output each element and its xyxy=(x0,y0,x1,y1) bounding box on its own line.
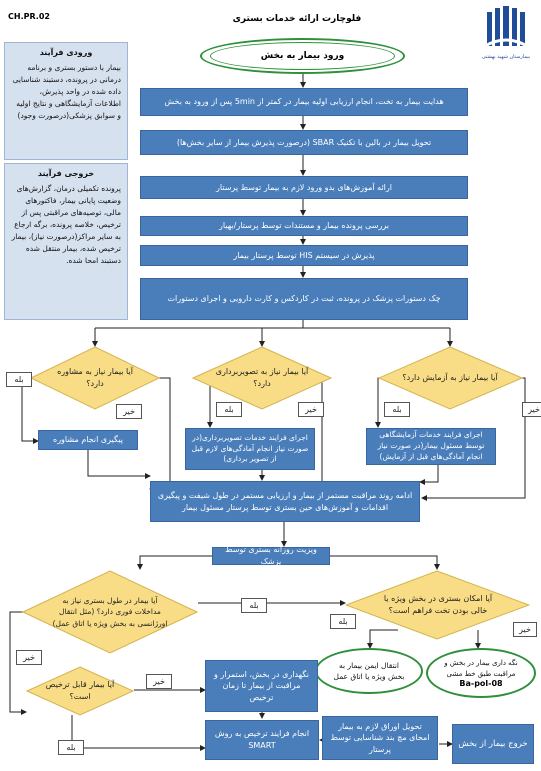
step-smart-discharge: انجام فرایند ترخیص به روش SMART xyxy=(205,720,319,760)
process-input-title: ورودی فرآیند xyxy=(39,48,93,57)
bed-no-label: خیر xyxy=(513,622,537,637)
step-his-admission: پذیرش در سیستم HIS توسط پرستار بیمار xyxy=(140,245,468,266)
lab-yes-label: بله xyxy=(384,402,410,417)
decision-lab: آیا بیمار نیاز به آزمایش دارد؟ xyxy=(402,373,498,382)
action-consult: پیگیری انجام مشاوره xyxy=(38,430,138,450)
step-daily-visit: ویزیت روزانه بستری توسط پزشک xyxy=(212,545,330,566)
step-admission-education: ارائه آموزش‌های بدو ورود لازم به بیمار ت… xyxy=(140,176,468,199)
start-oval-inner: ورود بیمار به بخش xyxy=(210,42,395,70)
oval-safe-transfer-text: انتقال ایمن بیمار به بخش ویژه یا اتاق عم… xyxy=(333,660,405,681)
decision-dischargeable: آیا بیمار قابل ترخیص است؟ xyxy=(45,680,115,701)
transfer-yes-label: بله xyxy=(241,598,267,613)
hospital-logo-icon xyxy=(484,6,528,48)
oval-keep-in-ward: نگه داری بیمار در بخش و مراقبت طبق خط مش… xyxy=(426,648,536,698)
oval-keep-text: نگه داری بیمار در بخش و مراقبت طبق خط مش… xyxy=(444,659,518,678)
step-patient-exit: خروج بیمار از بخش xyxy=(452,724,534,764)
process-input-text: بیمار با دستور بستری و برنامه درمانی در … xyxy=(12,62,121,120)
decision-imaging: آیا بیمار نیاز به تصویربرداری دارد؟ xyxy=(215,367,309,388)
decision-discharge-shape xyxy=(26,666,134,716)
step-check-orders: چک دستورات پزشک در پرونده، ثبت در کاردکس… xyxy=(140,278,468,320)
process-output-title: خروجی فرآیند xyxy=(37,169,95,178)
decision-bed-shape xyxy=(345,570,530,640)
step-record-review: بررسی پرونده بیمار و مستندات توسط پرستار… xyxy=(140,216,468,236)
decision-consult-shape xyxy=(30,346,160,410)
process-output-text: پرونده تکمیلی درمان، گزارش‌های وضعیت پای… xyxy=(11,183,121,265)
consult-yes-label: بله xyxy=(6,372,32,387)
decision-urgent-intervention: آیا بیمار در طول بستری نیاز به مداخلات ف… xyxy=(52,596,168,628)
imaging-yes-label: بله xyxy=(216,402,242,417)
process-output-panel: خروجی فرآیند پرونده تکمیلی درمان، گزارش‌… xyxy=(4,163,128,320)
discharge-no-label: خیر xyxy=(146,674,172,689)
action-imaging: اجرای فرایند خدمات تصویربرداری(در صورت ن… xyxy=(185,428,315,470)
logo-caption: بیمارستان شهید بهشتی xyxy=(481,54,531,60)
bed-yes-label: بله xyxy=(330,614,356,629)
page-title: فلوچارت ارائه خدمات بستری xyxy=(232,14,362,24)
decision-transfer-shape xyxy=(22,570,198,654)
policy-code: Ba-pol-08 xyxy=(459,679,503,688)
process-input-panel: ورودی فرآیند بیمار با دستور بستری و برنا… xyxy=(4,42,128,160)
action-lab: اجرای فرایند خدمات آزمایشگاهی توسط مسئول… xyxy=(366,428,496,465)
discharge-yes-label: بله xyxy=(58,740,84,755)
decision-lab-shape xyxy=(378,346,523,410)
step-sbar-handover: تحویل بیمار در بالین با تکنیک SBAR (درصو… xyxy=(140,130,468,155)
imaging-no-label: خیر xyxy=(298,402,324,417)
decision-consult: آیا بیمار نیاز به مشاوره دارد؟ xyxy=(57,367,133,388)
decision-imaging-shape xyxy=(192,346,332,410)
hospital-logo: بیمارستان شهید بهشتی xyxy=(477,4,535,66)
oval-safe-transfer: انتقال ایمن بیمار به بخش ویژه یا اتاق عم… xyxy=(315,648,423,694)
step-initial-assessment: هدایت بیمار به تخت، انجام ارزیابی اولیه … xyxy=(140,88,468,116)
transfer-no-label: خیر xyxy=(16,650,42,665)
step-keep-care: نگهداری در بخش، استمرار و مراقبت از بیما… xyxy=(205,660,318,712)
start-oval: ورود بیمار به بخش xyxy=(200,38,405,74)
consult-no-label: خیر xyxy=(116,404,142,419)
document-code: CH.PR.02 xyxy=(8,12,50,21)
lab-no-label: خیر xyxy=(522,402,541,417)
step-deliver-documents: تحویل اوراق لازم به بیمار امحای مچ بند ش… xyxy=(322,716,438,760)
decision-bed-available: آیا امکان بستری در بخش ویژه یا خالی بودن… xyxy=(383,594,493,615)
step-continuous-care: ادامه روند مراقبت مستمر از بیمار و ارزیا… xyxy=(150,481,420,522)
